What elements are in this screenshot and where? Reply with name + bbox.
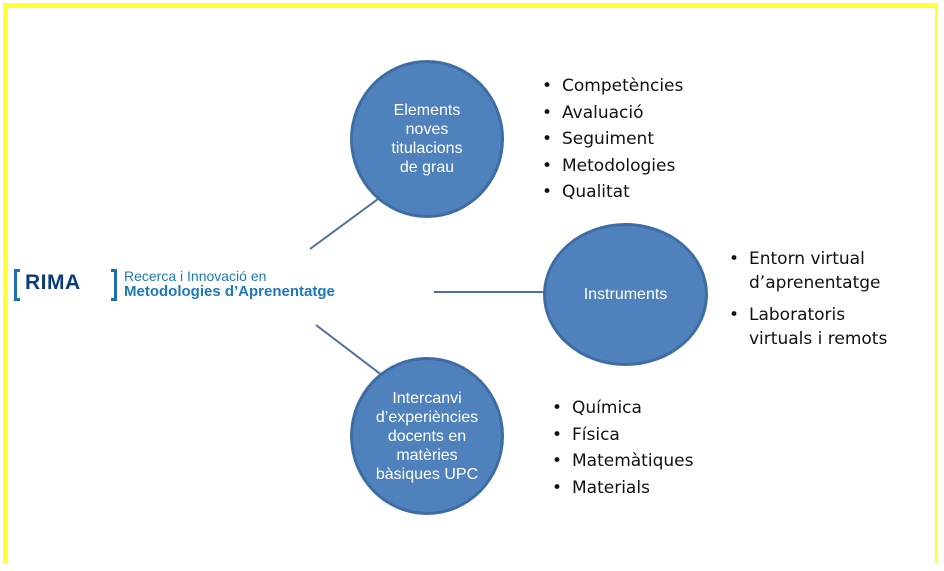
list-item: Qualitat [538,179,683,206]
node-label: Intercanvi d’experiències docents en mat… [375,389,479,483]
list-item: Laboratoris virtuals i remots [725,303,887,351]
logo-acronym: RIMA [25,271,81,294]
list-item: Seguiment [538,126,683,153]
list-item: Química [548,395,693,422]
list-item: Metodologies [538,153,683,180]
list-item: Entorn virtual d’aprenentatge [725,247,887,295]
intercanvi-bullet-list: Química Física Matemàtiques Materials [548,395,693,501]
list-item: Física [548,422,693,449]
list-item: Matemàtiques [548,448,693,475]
list-item: Avaluació [538,100,683,127]
node-elements-noves-titulacions: Elements noves titulacions de grau [350,60,504,218]
logo-subtitle-line2: Metodologies d’Aprenentatge [124,283,335,300]
node-label: Elements noves titulacions de grau [391,102,463,176]
elements-bullet-list: Competències Avaluació Seguiment Metodol… [538,73,683,206]
logo-bracket-right [111,269,117,301]
node-instruments: Instruments [543,223,708,366]
list-item: Competències [538,73,683,100]
list-item: Materials [548,475,693,502]
rima-logo: RIMA Recerca i Innovació en Metodologies… [14,268,434,306]
connector-to-elements [309,195,383,250]
slide-border [3,3,938,563]
instruments-bullet-list: Entorn virtual d’aprenentatge Laboratori… [725,247,887,359]
connector-to-intercanvi [315,324,384,377]
logo-bracket-left [14,269,20,301]
logo-subtitle-line1: Recerca i Innovació en [124,268,267,284]
node-label: Instruments [583,286,668,303]
node-intercanvi-experiencies: Intercanvi d’experiències docents en mat… [350,357,504,515]
